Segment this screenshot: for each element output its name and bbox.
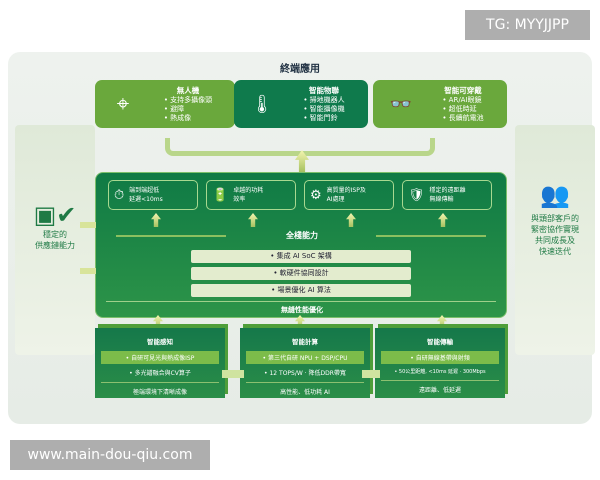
block-highlight: • 自研無線基帶與射頻: [381, 351, 499, 364]
app-iot: 🌡 智能物聯 • 掃地機器人• 智能攝像機• 智能門鈴: [234, 80, 368, 128]
block-title: 智能計算: [292, 338, 318, 346]
users-icon: 👥: [540, 181, 570, 209]
block-title: 智能感知: [147, 338, 173, 346]
full-stack-title: 全棧能力: [286, 231, 318, 240]
feature-text: 延遲<10ms: [129, 196, 163, 203]
thermometer-bulb-icon: 🌡: [250, 93, 274, 115]
gear-chip-icon: ⚙: [310, 187, 322, 203]
feature-text: 無線傳輸: [429, 196, 454, 203]
app-item: • 超低時延: [442, 104, 477, 113]
app-item: • AR/AI眼鏡: [442, 95, 482, 104]
app-item: • 避障: [163, 104, 185, 113]
customer-line: 共同成長及: [535, 236, 575, 245]
app-item: • 智能攝像機: [303, 104, 345, 113]
arrow-up: [295, 315, 305, 329]
feature-isp: ⚙ 高質量的ISP及 AI處理: [304, 180, 394, 210]
feature-text: AI處理: [326, 196, 345, 203]
glasses-icon: 👓: [389, 93, 413, 115]
supply-label-2: 供應鏈能力: [35, 241, 75, 250]
feature-text: 穩定的遠距離: [429, 187, 466, 194]
watermark-bottom: www.main-dou-qiu.com: [10, 440, 210, 470]
divider: [116, 235, 226, 237]
block-sensing: 智能感知 • 自研可見光與熱成像ISP • 多光譜融合與CV算子 極端環境下清晰…: [95, 328, 225, 398]
drone-icon: ⌖: [116, 91, 130, 117]
app-title: 智能可穿戴: [444, 85, 482, 95]
supply-label-1: 穩定的: [43, 230, 67, 239]
stopwatch-icon: ⏱: [114, 187, 125, 203]
customer-line: 快速迭代: [539, 247, 571, 256]
full-stack-panel: ⏱ 端到端超低延遲<10ms 🔋 卓越的功耗效率 ⚙ 高質量的ISP及 AI處理 🛡 穩定…: [95, 172, 507, 318]
customer-line: 與頭部客戶的: [531, 214, 579, 223]
arrow-right: [80, 222, 96, 228]
double-arrow: [222, 370, 244, 378]
block-highlight: • 自研可見光與熱成像ISP: [101, 351, 219, 364]
double-arrow: [362, 370, 380, 378]
feature-text: 端到端超低: [129, 187, 160, 194]
arrow-up: [346, 213, 356, 227]
shield-wireless-icon: 🛡: [408, 187, 425, 203]
feature-text: 效率: [233, 196, 246, 203]
arrow-up: [438, 213, 448, 227]
arrow-up: [151, 213, 161, 227]
divider: [376, 235, 486, 237]
block-title: 智能傳輸: [427, 338, 453, 346]
box-check-icon: ▣✔: [33, 201, 77, 229]
app-item: • 長續航電池: [442, 113, 484, 122]
app-item: • 支持多攝像頭: [163, 95, 213, 104]
arrow-up: [437, 315, 447, 329]
app-title: 無人機: [176, 85, 200, 95]
divider: [106, 301, 496, 302]
block-line: • 多光譜融合與CV算子: [129, 370, 191, 377]
arrow-up: [153, 315, 163, 329]
customer-line: 緊密協作實現: [531, 225, 579, 234]
seamless-optimization-label: 無縫性能優化: [281, 306, 323, 314]
app-title: 智能物聯: [309, 85, 339, 95]
app-wearable: 👓 智能可穿戴 • AR/AI眼鏡• 超低時延• 長續航電池: [373, 80, 507, 128]
supply-chain-panel: ▣✔ 穩定的 供應鏈能力: [15, 125, 95, 355]
block-highlight: • 第三代自研 NPU + DSP/CPU: [246, 351, 364, 364]
app-item: • 熱成像: [163, 113, 192, 122]
terminal-apps-title: 終端應用: [280, 64, 320, 75]
app-item: • 智能門鈴: [303, 113, 338, 122]
block-transmission: 智能傳輸 • 自研無線基帶與射頻 • 50公里距離, <10ms 延遲 · 30…: [375, 328, 505, 398]
capability-bar: • 軟硬件協同設計: [191, 267, 411, 280]
battery-icon: 🔋: [212, 187, 229, 203]
block-line: • 50公里距離, <10ms 延遲 · 300Mbps: [394, 369, 486, 375]
feature-text: 卓越的功耗: [233, 187, 264, 194]
app-item: • 掃地機器人: [303, 95, 345, 104]
arrow-right: [80, 268, 96, 274]
block-line: • 12 TOPS/W · 降低DDR帶寬: [264, 370, 346, 377]
feature-power: 🔋 卓越的功耗效率: [206, 180, 296, 210]
arrow-up: [248, 213, 258, 227]
block-summary: 遠距離、低延遲: [381, 380, 499, 394]
feature-latency: ⏱ 端到端超低延遲<10ms: [108, 180, 198, 210]
customer-panel: 👥 與頭部客戶的 緊密協作實現 共同成長及 快速迭代: [515, 125, 595, 355]
app-drone: ⌖ 無人機 • 支持多攝像頭• 避障• 熱成像: [95, 80, 235, 128]
block-summary: 極端環境下清晰成像: [101, 382, 219, 396]
block-summary: 高性能、低功耗 AI: [246, 382, 364, 396]
capability-bar: • 場景優化 AI 算法: [191, 284, 411, 297]
watermark-top: TG: MYYJJPP: [465, 10, 590, 40]
capability-bar: • 集成 AI SoC 架構: [191, 250, 411, 263]
block-computing: 智能計算 • 第三代自研 NPU + DSP/CPU • 12 TOPS/W ·…: [240, 328, 370, 398]
feature-wireless: 🛡 穩定的遠距離無線傳輸: [402, 180, 492, 210]
feature-text: 高質量的ISP及: [326, 187, 366, 194]
